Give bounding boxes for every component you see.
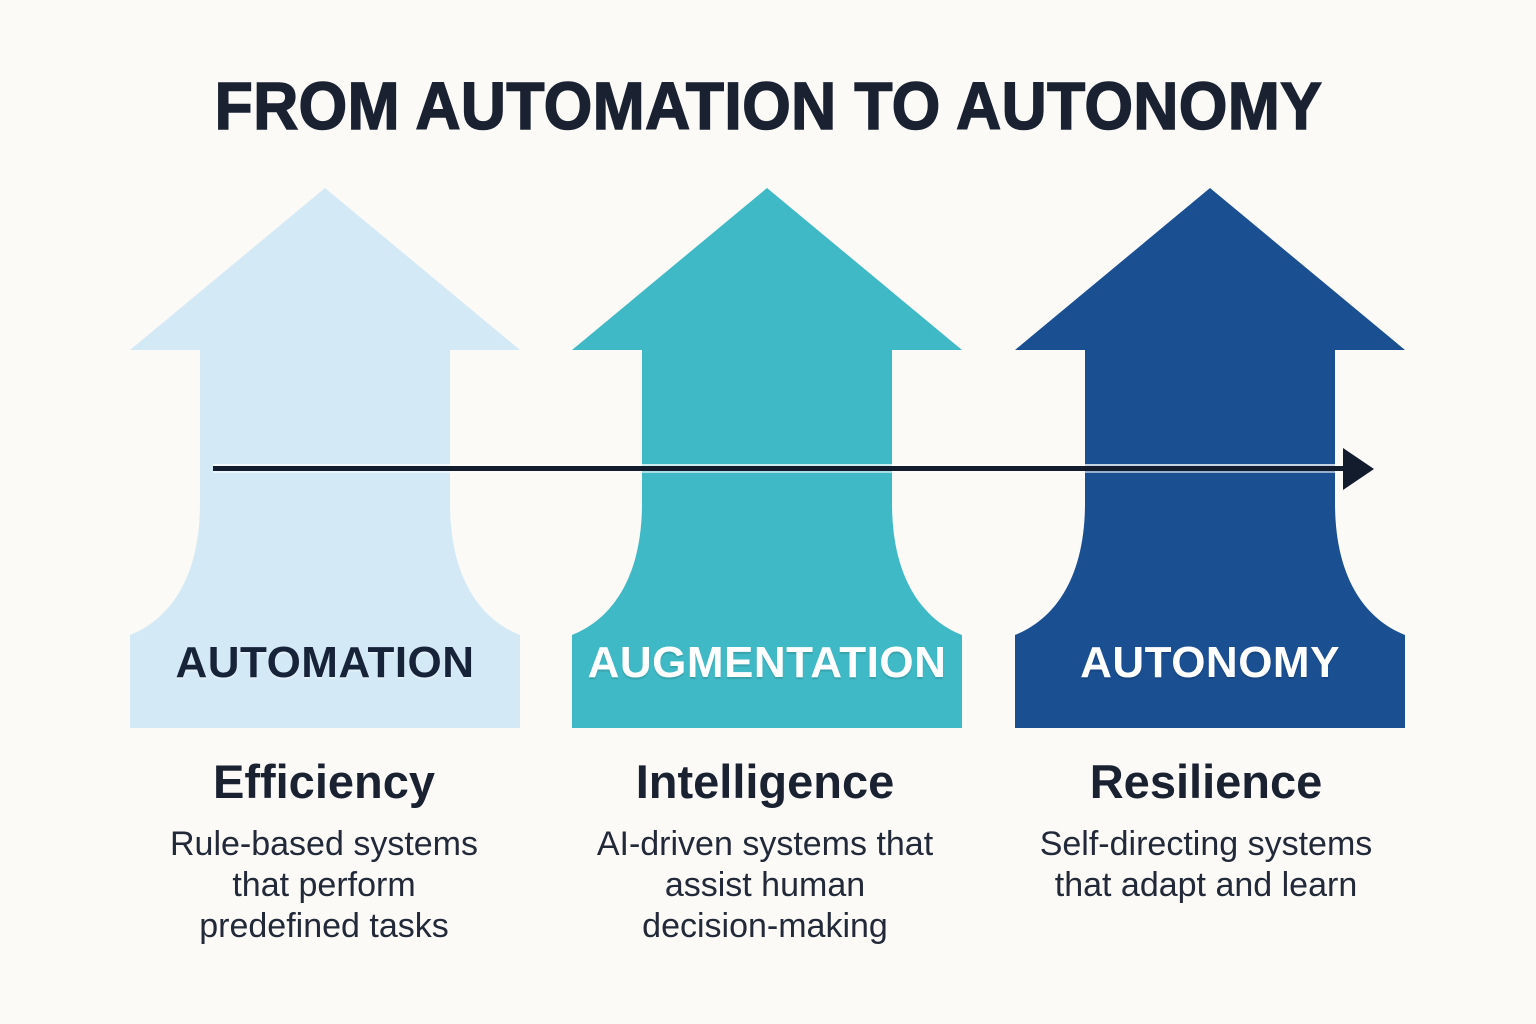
progression-arrow-line <box>213 466 1345 471</box>
description-line: Rule-based systems <box>169 825 478 863</box>
progression-arrowhead-icon <box>1343 448 1374 490</box>
up-arrow-shape-automation <box>130 188 520 728</box>
description-line: predefined tasks <box>199 907 449 945</box>
description-line: AI-driven systems that <box>596 825 934 863</box>
page-title: FROM AUTOMATION TO AUTONOMY <box>213 68 1322 145</box>
stage-arrow-autonomy: AUTONOMY <box>1015 188 1405 728</box>
description-line: that perform <box>232 866 416 904</box>
column-heading-resilience: Resilience <box>1089 755 1323 808</box>
stage-arrow-automation: AUTOMATION <box>130 188 520 728</box>
description-line: that adapt and learn <box>1054 866 1358 904</box>
up-arrow-path-automation <box>130 188 520 728</box>
column-augmentation: Intelligence AI-driven systems that assi… <box>545 756 985 947</box>
up-arrow-path-augmentation <box>572 188 962 728</box>
stage-label-automation: AUTOMATION <box>175 638 475 687</box>
up-arrow-shape-autonomy <box>1015 188 1405 728</box>
column-heading-efficiency: Efficiency <box>212 755 436 808</box>
description-line: assist human <box>664 866 866 904</box>
stage-label-augmentation: AUGMENTATION <box>587 638 947 687</box>
up-arrow-path-autonomy <box>1015 188 1405 728</box>
description-line: Self-directing systems <box>1039 825 1373 863</box>
description-line: decision-making <box>642 907 888 945</box>
column-autonomy: Resilience Self-directing systems that a… <box>986 756 1426 906</box>
stage-arrow-augmentation: AUGMENTATION <box>572 188 962 728</box>
stage-label-autonomy: AUTONOMY <box>1080 638 1340 687</box>
column-heading-intelligence: Intelligence <box>635 755 895 808</box>
up-arrow-shape-augmentation <box>572 188 962 728</box>
column-automation: Efficiency Rule-based systems that perfo… <box>104 756 544 947</box>
title-row: FROM AUTOMATION TO AUTONOMY <box>0 68 1536 145</box>
